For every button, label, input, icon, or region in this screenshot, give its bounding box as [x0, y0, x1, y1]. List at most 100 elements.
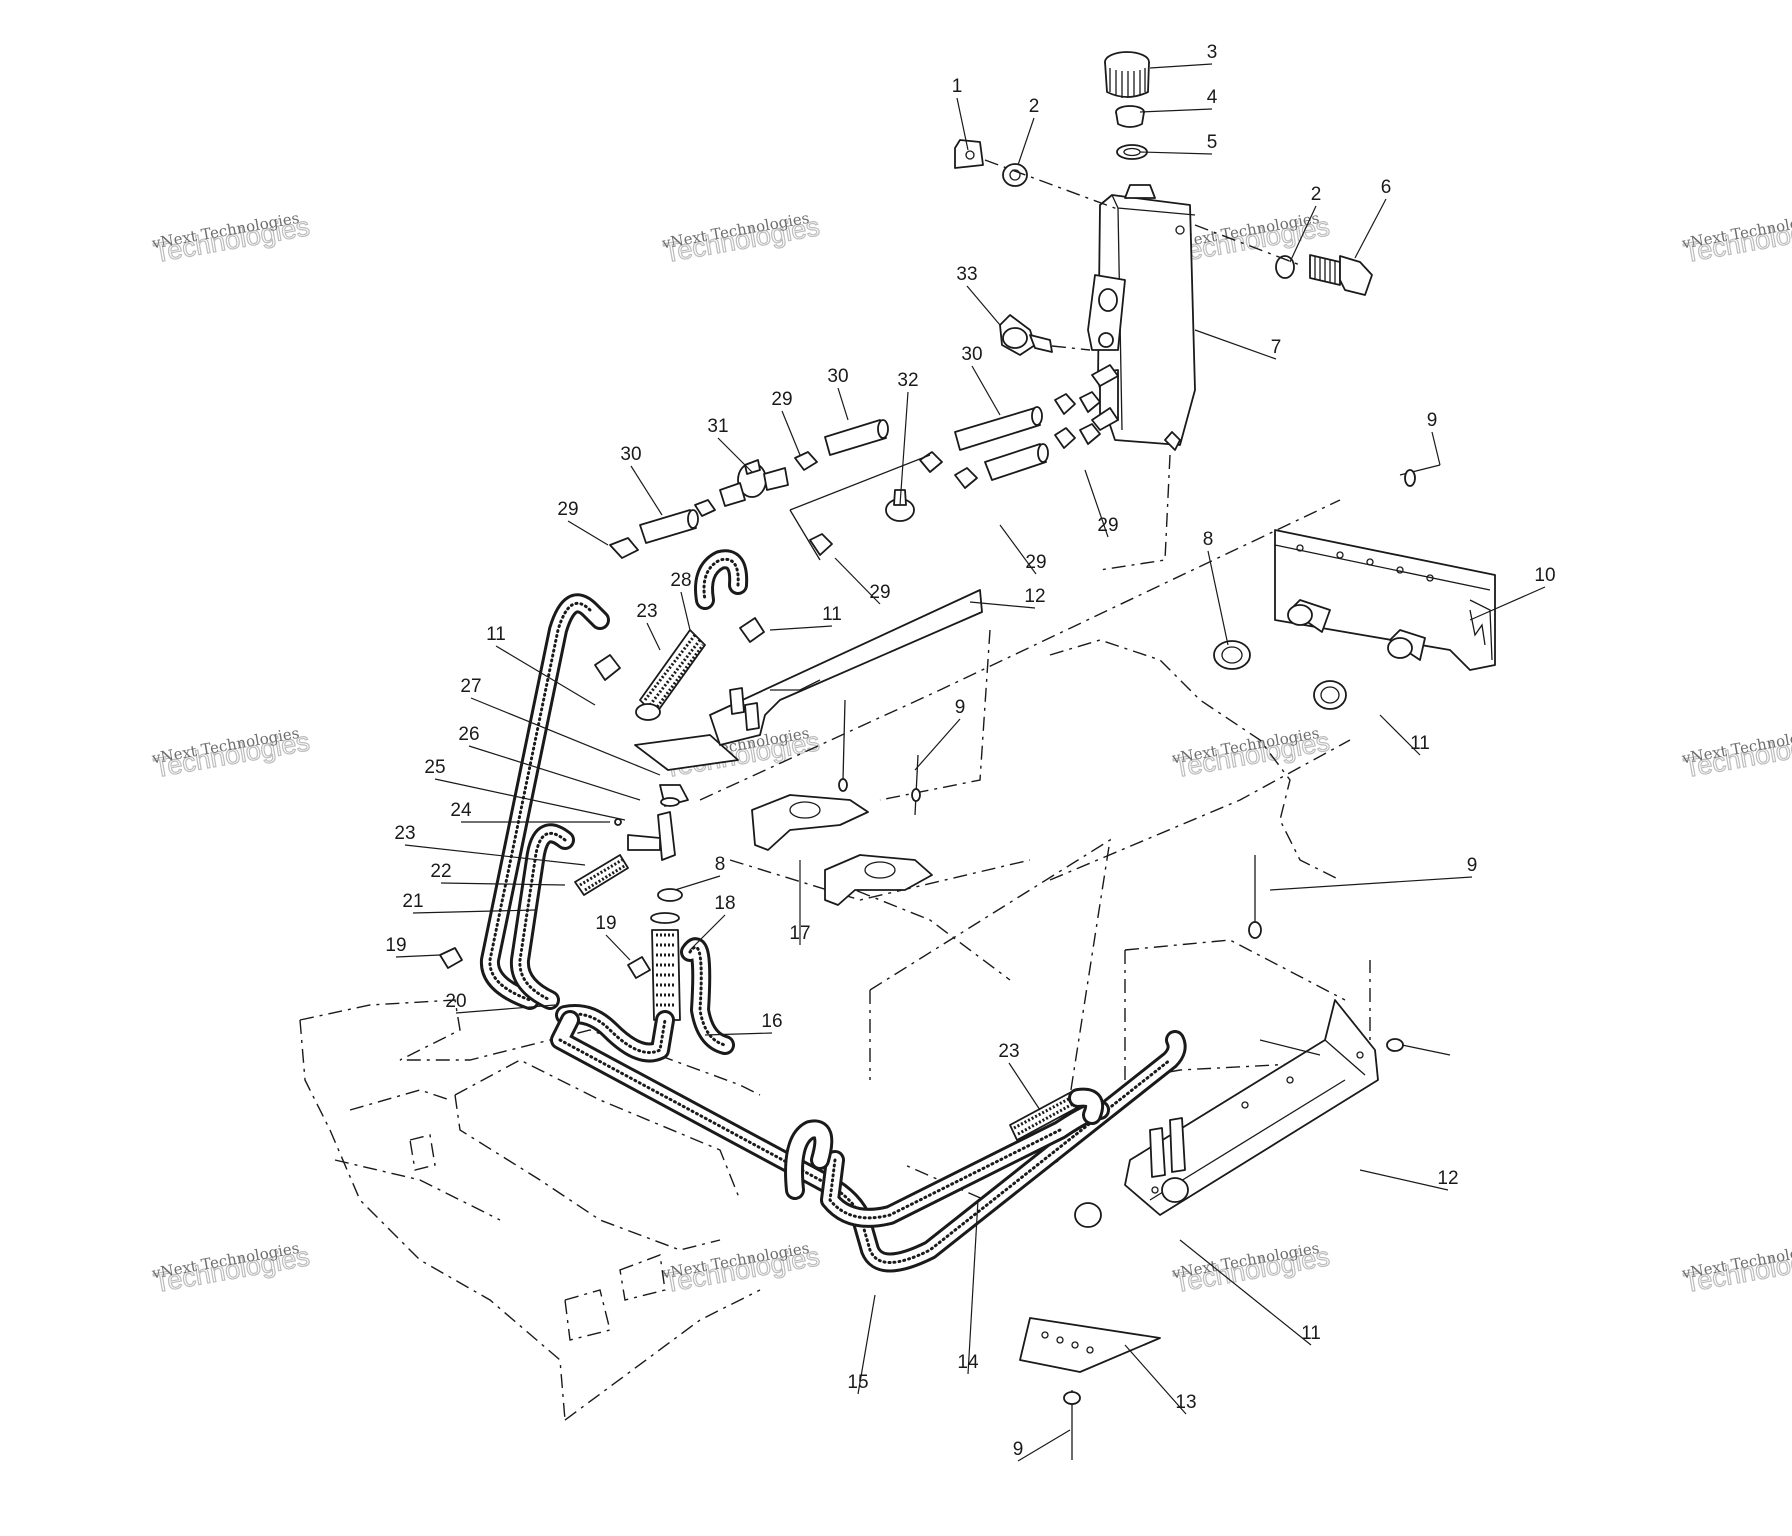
part-number-label: 6: [1381, 177, 1392, 198]
part-number-label: 5: [1207, 132, 1218, 153]
callout-c8b: 8: [674, 854, 726, 891]
hose-elbow-lower: [680, 937, 735, 1055]
callout-c29c: 29: [1084, 469, 1119, 538]
part-number-label: 22: [430, 861, 451, 882]
callout-c29a: 29: [771, 389, 801, 456]
callout-c10: 10: [1469, 565, 1556, 621]
hose-segment-upper: [954, 406, 1043, 451]
clamps-lower-left: [439, 888, 683, 979]
part-number-label: 3: [1207, 42, 1218, 63]
part-number-label: 29: [557, 499, 578, 520]
cover-plate-13: [1019, 1317, 1161, 1373]
hose-elbow-rear: [784, 1119, 834, 1200]
part-number-label: 11: [486, 624, 506, 645]
callout-c2a: 2: [1017, 96, 1040, 166]
leader-line: [567, 520, 609, 546]
callout-c23c: 23: [998, 1041, 1041, 1111]
hose-segment-center: [824, 419, 889, 456]
callout-c9a: 9: [1427, 410, 1441, 466]
part-number-label: 31: [707, 416, 728, 437]
leader-line: [717, 437, 753, 473]
leader-line: [1289, 205, 1317, 263]
part-number-label: 13: [1175, 1392, 1196, 1413]
leader-line: [1149, 63, 1213, 69]
callout-c9d: 9: [1013, 1429, 1071, 1462]
callout-c33: 33: [956, 264, 1001, 326]
part-number-label: 2: [1029, 96, 1040, 117]
callout-c2b: 2: [1289, 184, 1321, 263]
callout-c30a: 30: [961, 344, 1001, 416]
callout-c17: 17: [789, 860, 811, 945]
leader-line: [689, 914, 726, 951]
t-fitting: [999, 314, 1053, 356]
leader-line: [1017, 1429, 1071, 1462]
callout-c23a: 23: [636, 601, 661, 651]
clamp-rear-8: [1213, 640, 1251, 670]
clamp-set-right: [919, 364, 1119, 489]
clamp-center: [794, 451, 833, 556]
callout-c31: 31: [707, 416, 753, 473]
part-number-label: 9: [1467, 855, 1478, 876]
part-number-label: 15: [847, 1372, 868, 1393]
callout-c14: 14: [957, 1199, 979, 1375]
leader-line: [395, 954, 441, 958]
part-number-label: 29: [869, 582, 890, 603]
leader-line: [468, 745, 641, 801]
part-number-label: 28: [670, 570, 691, 591]
leader-line: [1359, 1169, 1449, 1191]
part-number-label: 27: [460, 676, 481, 697]
leader-line: [404, 844, 586, 866]
washer-left: [1002, 163, 1028, 187]
leader-line: [857, 1294, 876, 1395]
callout-c9c: 9: [1269, 855, 1478, 891]
part-number-label: 8: [1203, 529, 1214, 550]
leader-line: [680, 591, 691, 631]
callout-c23b: 23: [394, 823, 586, 866]
leader-line: [704, 1032, 773, 1036]
callout-c19a: 19: [385, 935, 441, 958]
part-number-label: 19: [385, 935, 406, 956]
part-number-label: 30: [961, 344, 982, 365]
tank-bracket: [954, 139, 984, 169]
part-number-label: 11: [1410, 733, 1430, 754]
part-number-label: 33: [956, 264, 977, 285]
part-number-label: 14: [957, 1352, 979, 1373]
callout-c25: 25: [424, 757, 626, 821]
callout-c13: 13: [1124, 1344, 1197, 1415]
callout-c30c: 30: [620, 444, 663, 516]
hose-front-u: [555, 1004, 675, 1063]
part-number-label: 8: [715, 854, 726, 875]
long-hose-inner: [820, 1100, 1110, 1228]
leader-line: [434, 778, 626, 821]
hose-upper-left: [479, 593, 610, 1010]
part-number-label: 12: [1024, 586, 1045, 607]
leader-line: [1194, 329, 1277, 360]
spring-lower: [574, 854, 629, 896]
part-number-label: 23: [998, 1041, 1019, 1062]
part-number-label: 32: [897, 370, 918, 391]
callout-c21: 21: [402, 891, 536, 914]
callout-c11d: 11: [1179, 1239, 1321, 1346]
callout-c28: 28: [670, 570, 692, 631]
cap-gasket: [1115, 105, 1145, 128]
leader-line: [914, 718, 961, 771]
callout-c6: 6: [1354, 177, 1392, 259]
clamps-upper-left: [594, 617, 765, 681]
callout-c7: 7: [1194, 329, 1281, 360]
callout-c12a: 12: [969, 586, 1046, 609]
part-number-label: 29: [1097, 515, 1118, 536]
leader-line: [999, 524, 1037, 575]
leader-line: [969, 601, 1036, 609]
bleed-valve: [885, 489, 915, 522]
part-number-label: 9: [1013, 1439, 1024, 1460]
leader-line: [1269, 876, 1473, 891]
callout-c12b: 12: [1359, 1168, 1459, 1191]
mount-brackets-17: [751, 699, 933, 906]
part-number-label: 11: [1301, 1323, 1321, 1344]
